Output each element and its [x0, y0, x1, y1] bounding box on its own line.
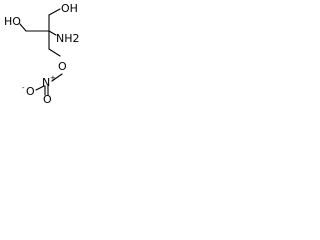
bond-n-o-left [35, 85, 45, 91]
atom-oh-top: OH [61, 2, 78, 15]
bond-c4-o-ester [48, 48, 61, 57]
atom-nh2: NH2 [56, 32, 80, 45]
atom-o-nitro-right: O [43, 93, 52, 103]
atom-oh-left: HO [4, 15, 21, 28]
bond-o-ester-n [51, 73, 63, 82]
bond-c2-oh-top [48, 8, 61, 16]
molecule-structure: OH HO NH2 O N + O - O [4, 2, 80, 103]
charge-n-plus: + [50, 74, 56, 82]
atom-n-nitro: N [42, 76, 50, 89]
charge-o-minus: - [22, 84, 25, 92]
bond-c1-nh2 [48, 30, 57, 36]
bond-c3-oh-left [19, 23, 27, 32]
atom-o-nitro-left: O [26, 85, 35, 98]
atom-o-ester: O [58, 60, 67, 73]
